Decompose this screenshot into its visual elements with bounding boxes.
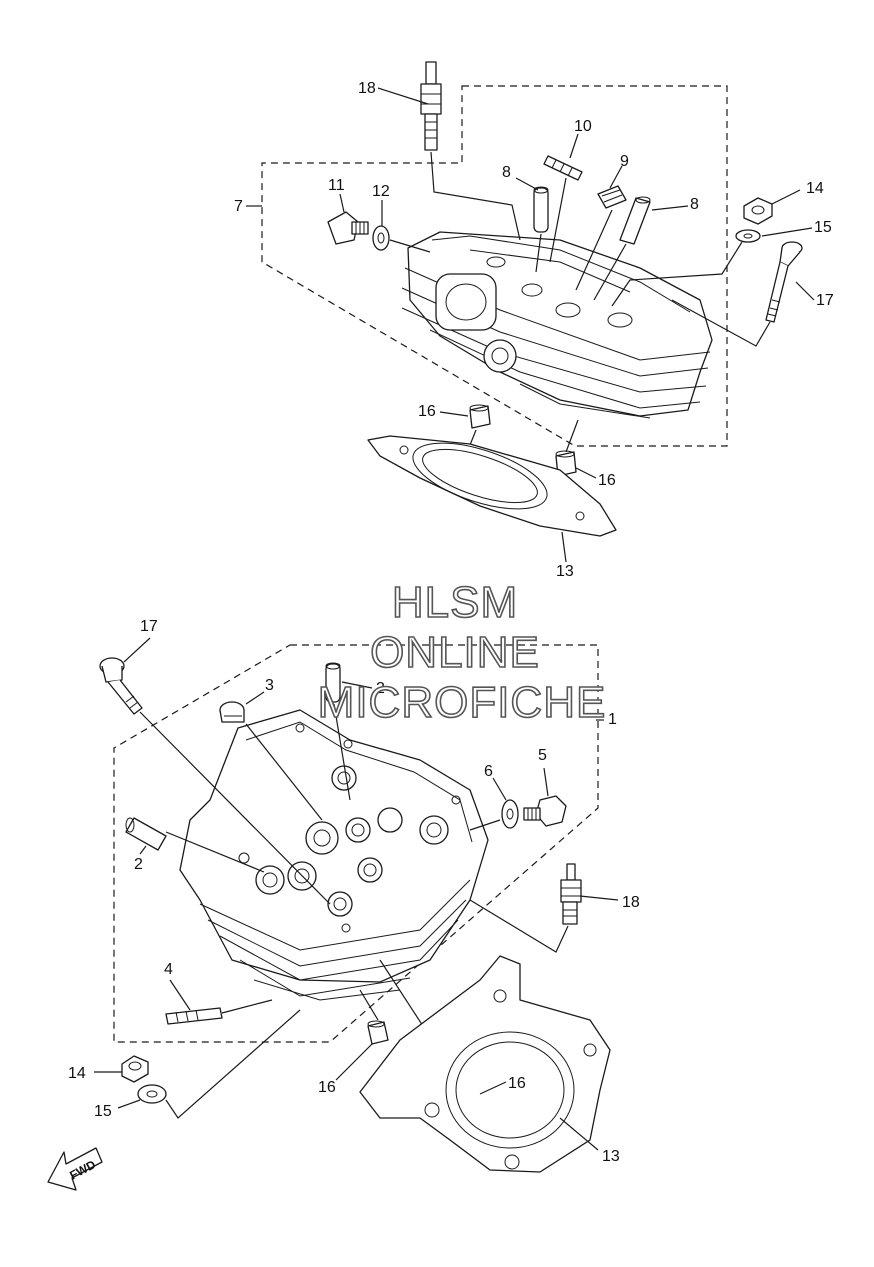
callout-labels: 18 10 9 8 8 11 12 7 14 15 17 16 16 13 17… <box>68 80 834 1165</box>
callout-16-top-left: 16 <box>418 403 436 420</box>
callout-12: 12 <box>372 183 390 200</box>
callout-15-top: 15 <box>814 219 832 236</box>
bolt-11[interactable] <box>327 211 369 245</box>
callout-13-bottom: 13 <box>602 1148 620 1165</box>
callout-13-top: 13 <box>556 563 574 580</box>
plug-3[interactable] <box>219 701 245 723</box>
watermark-line-3: MICROFICHE <box>318 678 607 727</box>
callout-16-top-right: 16 <box>598 472 616 489</box>
dowel-16-top-left[interactable] <box>469 404 491 429</box>
callout-2-top: 2 <box>376 680 385 697</box>
callout-6: 6 <box>484 763 493 780</box>
forward-direction-indicator: FWD <box>47 1147 103 1191</box>
callout-3: 3 <box>265 677 274 694</box>
watermark: HLSM ONLINE MICROFICHE <box>317 577 607 728</box>
washer-15-bottom[interactable] <box>137 1084 167 1104</box>
rear-cylinder-head-assembly <box>261 61 803 537</box>
cylinder-head-rear[interactable] <box>401 231 713 419</box>
callout-7: 7 <box>234 198 243 215</box>
callout-4: 4 <box>164 961 173 978</box>
spark-plug-bottom[interactable] <box>560 863 582 925</box>
callout-8-right: 8 <box>690 196 699 213</box>
washer-15-top[interactable] <box>735 229 761 243</box>
callout-16-bottom-left: 16 <box>318 1079 336 1096</box>
washer-6[interactable] <box>501 799 519 829</box>
front-cylinder-head-assembly <box>99 644 611 1173</box>
watermark-line-2: ONLINE <box>370 628 540 677</box>
callout-14-bottom: 14 <box>68 1065 86 1082</box>
callout-10: 10 <box>574 118 592 135</box>
callout-18-bottom: 18 <box>622 894 640 911</box>
head-gasket-13-bottom[interactable] <box>359 955 611 1173</box>
spark-plug-top[interactable] <box>420 61 442 151</box>
assembly-boundary-7 <box>261 85 728 447</box>
nut-14-top[interactable] <box>743 197 773 225</box>
callout-15-bottom: 15 <box>94 1103 112 1120</box>
bolt-17-bottom[interactable] <box>99 657 143 715</box>
callout-11: 11 <box>328 177 345 194</box>
plug-9[interactable] <box>597 185 627 209</box>
callout-16-bottom-right: 16 <box>508 1075 526 1092</box>
callout-1: 1 <box>608 711 617 728</box>
washer-12[interactable] <box>372 225 390 251</box>
callout-8-left: 8 <box>502 164 511 181</box>
dowel-16-bottom-left[interactable] <box>367 1020 389 1045</box>
callout-2-left: 2 <box>134 856 143 873</box>
nut-14-bottom[interactable] <box>121 1055 149 1083</box>
callout-5: 5 <box>538 747 547 764</box>
watermark-line-1: HLSM <box>392 578 518 627</box>
stud-bolt-10[interactable] <box>543 155 583 181</box>
cylinder-head-front[interactable] <box>179 709 489 1001</box>
dowel-pipe-8-left[interactable] <box>533 186 549 233</box>
leader-lines <box>94 87 815 1151</box>
callout-14-top: 14 <box>806 180 824 197</box>
callout-17-bottom: 17 <box>140 618 158 635</box>
dowel-pipe-2-left[interactable] <box>125 817 167 851</box>
bolt-5[interactable] <box>523 795 567 827</box>
callout-17-top: 17 <box>816 292 834 309</box>
assembly-boundary-1 <box>113 644 599 1043</box>
dowel-pipe-8-right[interactable] <box>619 196 651 245</box>
head-gasket-13-top[interactable] <box>367 430 617 537</box>
callout-18-top: 18 <box>358 80 376 97</box>
dowel-pipe-2-top[interactable] <box>325 662 341 703</box>
callout-9: 9 <box>620 153 629 170</box>
fwd-arrow-icon <box>47 1147 103 1191</box>
bolt-17-top[interactable] <box>765 241 803 323</box>
stud-bolt-4[interactable] <box>165 1007 223 1025</box>
